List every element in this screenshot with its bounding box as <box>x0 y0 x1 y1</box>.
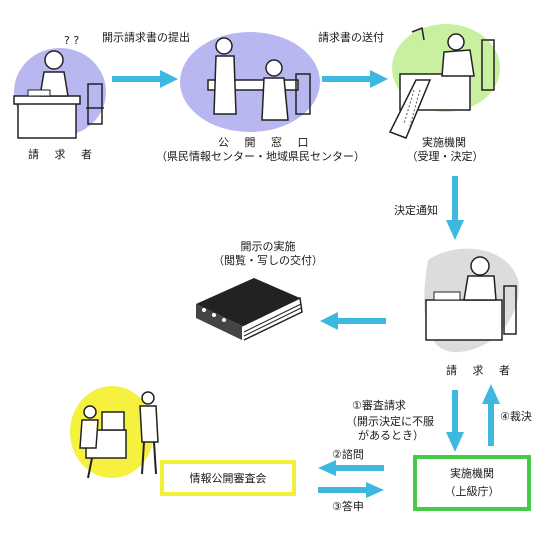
arrow-submit <box>112 70 178 88</box>
svg-text:? ?: ? ? <box>64 34 79 47</box>
agency-label-top: 実施機関 <box>422 136 466 149</box>
arrow-report <box>318 482 384 498</box>
ruling-label: ④裁決 <box>500 410 532 423</box>
council-illustration <box>70 386 159 479</box>
agency-illustration-top <box>388 24 500 139</box>
requester-illustration-top: ? ? <box>13 34 106 139</box>
arrow-consult <box>318 460 384 476</box>
review-request-label-1: ①審査請求 <box>352 399 406 412</box>
arrow-notify <box>446 176 464 240</box>
council-box: 情報公開審査会 <box>160 460 296 496</box>
council-label: 情報公開審査会 <box>189 472 267 485</box>
notify-label: 決定通知 <box>394 204 438 217</box>
requester-label-mid: 請 求 者 <box>446 364 516 377</box>
submit-label: 開示請求書の提出 <box>102 31 190 44</box>
requester-illustration-mid <box>424 248 519 353</box>
requester-label-top: 請 求 者 <box>28 148 98 161</box>
disclosure-label: 開示の実施 <box>240 240 296 253</box>
public-window-label: 公 開 窓 口 <box>218 136 315 149</box>
agency-box-bottom: 実施機関 （上級庁） <box>413 455 531 511</box>
send-label: 請求書の送付 <box>318 31 384 44</box>
arrow-disclosure <box>320 312 386 330</box>
book-illustration <box>196 278 303 341</box>
public-window-illustration <box>180 32 320 132</box>
review-request-label-2: （開示決定に不服 <box>346 415 434 428</box>
public-window-sublabel: （県民情報センター・地域県民センター） <box>156 150 365 163</box>
disclosure-sublabel: （閲覧・写しの交付） <box>213 254 323 267</box>
arrow-send <box>322 70 388 88</box>
review-request-label-3: があるとき） <box>358 429 424 442</box>
agency-sublabel-top: （受理・決定） <box>406 150 484 163</box>
agency-label-bottom: 実施機関 <box>450 467 494 480</box>
arrow-ruling <box>482 384 500 446</box>
agency-sublabel-bottom: （上級庁） <box>444 485 500 498</box>
consult-label: ②諮問 <box>332 448 364 461</box>
report-label: ③答申 <box>332 500 364 513</box>
arrow-review-request <box>446 390 464 452</box>
